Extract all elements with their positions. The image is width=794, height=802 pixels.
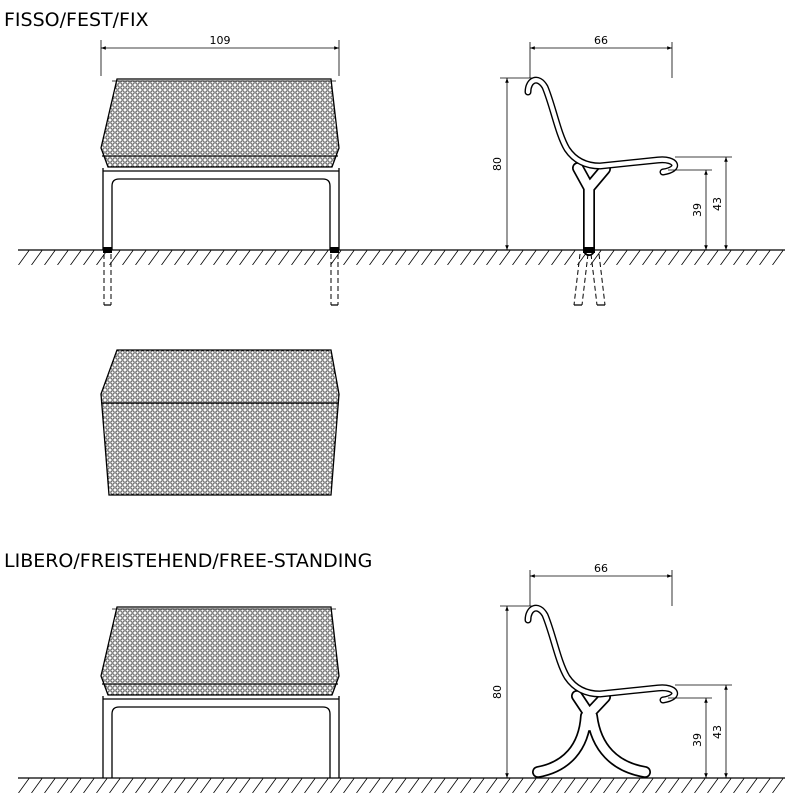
- side-view-fixed-legs: [572, 162, 611, 306]
- side-view-fixed-seat-profile: [528, 80, 675, 172]
- section-title-free-standing: LIBERO/FREISTEHEND/FREE-STANDING: [4, 550, 372, 572]
- dimension-seat-upper-free: 43: [675, 684, 732, 778]
- dimension-seat-lower-free: 39: [668, 697, 712, 778]
- dimension-label-seat-lower-fixed: 39: [691, 203, 704, 217]
- dimension-label-side-depth-fixed: 66: [594, 34, 608, 47]
- dimension-label-side-height-fixed: 80: [491, 157, 504, 171]
- side-view-free-standing-legs: [532, 690, 651, 778]
- dimension-label-seat-lower-free: 39: [691, 733, 704, 747]
- dimension-side-height-free: 80: [491, 605, 533, 778]
- dimension-seat-upper-fixed: 43: [675, 156, 732, 250]
- dimension-side-depth-free: 66: [529, 562, 673, 606]
- ground-line-free-standing: [18, 777, 785, 793]
- dimension-label-side-depth-free: 66: [594, 562, 608, 575]
- plan-view-bench: [100, 349, 340, 496]
- dimension-label-front-width: 109: [210, 34, 231, 47]
- dimension-side-height-fixed: 80: [491, 77, 533, 250]
- dimension-label-side-height-free: 80: [491, 685, 504, 699]
- dimension-label-seat-upper-fixed: 43: [711, 197, 724, 211]
- section-title-fixed: FISSO/FEST/FIX: [4, 9, 149, 31]
- dimension-label-seat-upper-free: 43: [711, 725, 724, 739]
- dimension-seat-lower-fixed: 39: [668, 169, 712, 250]
- ground-line-fixed: [18, 249, 785, 265]
- front-view-free-standing-bench: [100, 606, 340, 779]
- dimension-front-width: 109: [100, 34, 340, 76]
- front-view-fixed-bench: [100, 78, 340, 251]
- side-view-free-standing-seat-profile: [528, 608, 675, 700]
- dimension-side-depth-fixed: 66: [529, 34, 673, 78]
